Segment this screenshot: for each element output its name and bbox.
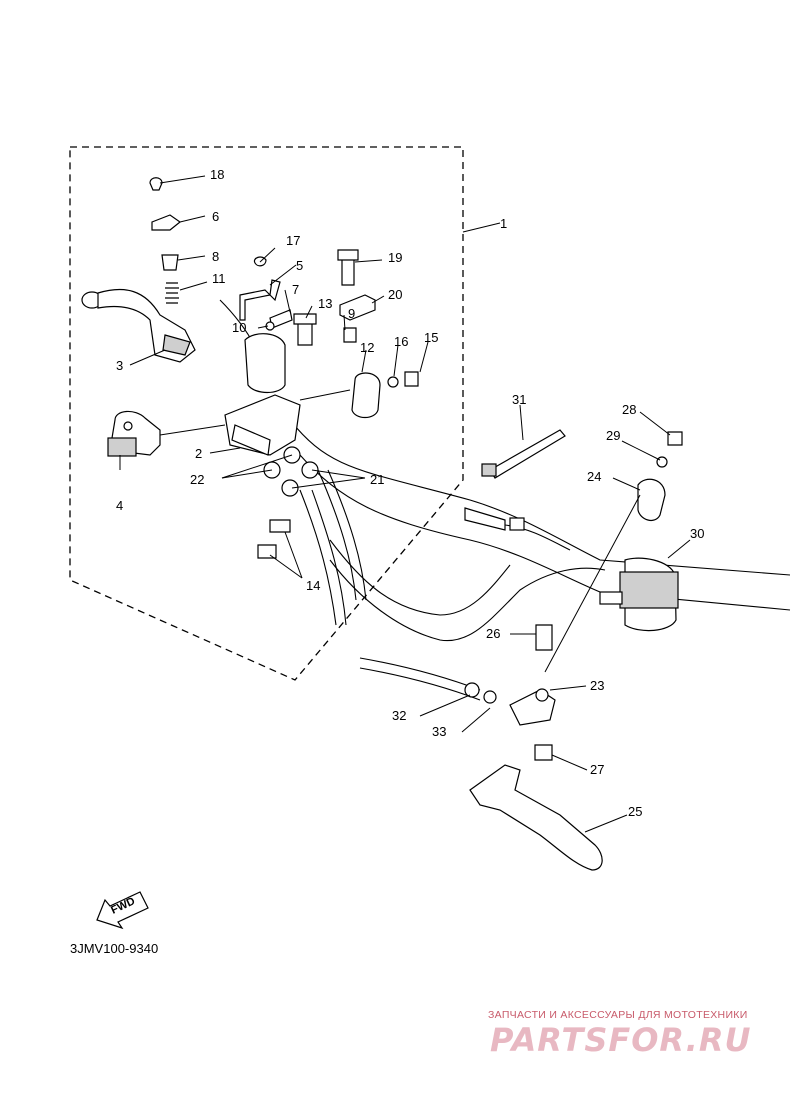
part-label-15: 15	[424, 330, 438, 345]
part-label-24: 24	[587, 469, 601, 484]
watermark-logo: PARTSFOR.RU	[490, 1021, 752, 1059]
part-label-33: 33	[432, 724, 446, 739]
part-label-3: 3	[116, 358, 123, 373]
throttle-switch	[599, 557, 679, 632]
part-label-29: 29	[606, 428, 620, 443]
part-label-32: 32	[392, 708, 406, 723]
part-label-19: 19	[388, 250, 402, 265]
part-label-4: 4	[116, 498, 123, 513]
part-label-25: 25	[628, 804, 642, 819]
part-label-13: 13	[318, 296, 332, 311]
part-label-23: 23	[590, 678, 604, 693]
part-label-2: 2	[195, 446, 202, 461]
diagram-code: 3JMV100-9340	[70, 941, 159, 956]
part-label-22: 22	[190, 472, 204, 487]
part-label-18: 18	[210, 167, 224, 182]
part-label-12: 12	[360, 340, 374, 355]
brake-lever	[81, 288, 196, 363]
part-label-1: 1	[500, 216, 507, 231]
part-label-30: 30	[690, 526, 704, 541]
fwd-arrow-icon	[96, 891, 149, 930]
watermark-tagline: ЗАПЧАСТИ И АКСЕССУАРЫ ДЛЯ МОТОТЕХНИКИ	[488, 1009, 748, 1021]
part-label-5: 5	[296, 258, 303, 273]
wire-harness	[464, 507, 571, 551]
lever-bracket	[107, 410, 161, 457]
master-cylinder	[224, 333, 301, 456]
part-number-labels: 1234567891011121314151617181920212223242…	[116, 167, 704, 819]
part-label-20: 20	[388, 287, 402, 302]
leader-lines	[119, 175, 691, 833]
part-label-9: 9	[348, 306, 355, 321]
clutch-lever	[469, 764, 603, 871]
part-label-21: 21	[370, 472, 384, 487]
part-label-27: 27	[590, 762, 604, 777]
part-label-10: 10	[232, 320, 246, 335]
small-parts	[149, 177, 419, 559]
assembly-boundary	[69, 146, 464, 681]
cable-tie	[481, 429, 566, 479]
part-label-7: 7	[292, 282, 299, 297]
part-label-17: 17	[286, 233, 300, 248]
part-label-26: 26	[486, 626, 500, 641]
clutch-cable	[359, 657, 481, 701]
part-label-6: 6	[212, 209, 219, 224]
part-label-31: 31	[512, 392, 526, 407]
part-label-8: 8	[212, 249, 219, 264]
part-label-16: 16	[394, 334, 408, 349]
part-label-11: 11	[212, 271, 226, 286]
brake-hoses	[299, 469, 367, 626]
clutch-holder	[464, 431, 683, 761]
part-label-28: 28	[622, 402, 636, 417]
part-label-14: 14	[306, 578, 320, 593]
